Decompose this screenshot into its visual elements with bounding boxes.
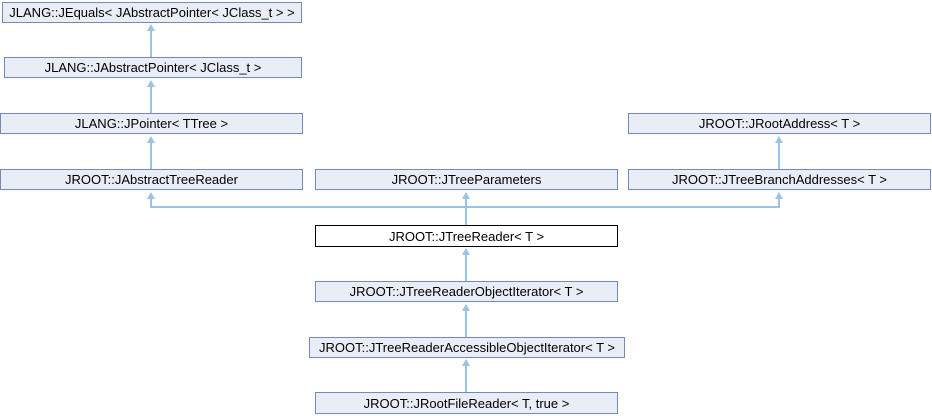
- class-node-jrootfilereader[interactable]: JROOT::JRootFileReader< T, true >: [315, 392, 618, 414]
- edge-line: [465, 198, 467, 225]
- edge-line: [778, 198, 780, 207]
- arrowhead-up-icon: [147, 192, 155, 199]
- edge-line: [778, 142, 780, 169]
- arrowhead-up-icon: [147, 24, 155, 31]
- arrowhead-up-icon: [462, 248, 470, 255]
- class-node-jequals[interactable]: JLANG::JEquals< JAbstractPointer< JClass…: [2, 2, 302, 23]
- arrowhead-up-icon: [775, 136, 783, 143]
- class-node-jtreereader-current: JROOT::JTreeReader< T >: [315, 225, 618, 247]
- class-node-jabstracttreereader[interactable]: JROOT::JAbstractTreeReader: [0, 169, 303, 190]
- arrowhead-up-icon: [462, 192, 470, 199]
- class-node-jrootaddress[interactable]: JROOT::JRootAddress< T >: [628, 113, 931, 134]
- class-node-jabstractpointer[interactable]: JLANG::JAbstractPointer< JClass_t >: [4, 57, 302, 78]
- arrowhead-up-icon: [775, 192, 783, 199]
- arrowhead-up-icon: [462, 359, 470, 366]
- arrowhead-up-icon: [147, 136, 155, 143]
- class-node-jtreereaderobjectiterator[interactable]: JROOT::JTreeReaderObjectIterator< T >: [315, 281, 618, 302]
- edge-line: [150, 86, 152, 113]
- arrowhead-up-icon: [462, 304, 470, 311]
- edge-line: [150, 198, 152, 207]
- edge-line: [465, 310, 467, 337]
- class-node-jpointer[interactable]: JLANG::JPointer< TTree >: [0, 113, 303, 134]
- edge-line: [150, 30, 152, 57]
- class-node-jtreeparameters[interactable]: JROOT::JTreeParameters: [315, 169, 618, 190]
- arrowhead-up-icon: [147, 80, 155, 87]
- class-node-jtreereaderaccessibleobjectiterator[interactable]: JROOT::JTreeReaderAccessibleObjectIterat…: [309, 337, 625, 358]
- edge-line: [465, 254, 467, 281]
- edge-line: [465, 365, 467, 392]
- edge-line: [150, 142, 152, 169]
- class-node-jtreebranchaddresses[interactable]: JROOT::JTreeBranchAddresses< T >: [628, 169, 931, 190]
